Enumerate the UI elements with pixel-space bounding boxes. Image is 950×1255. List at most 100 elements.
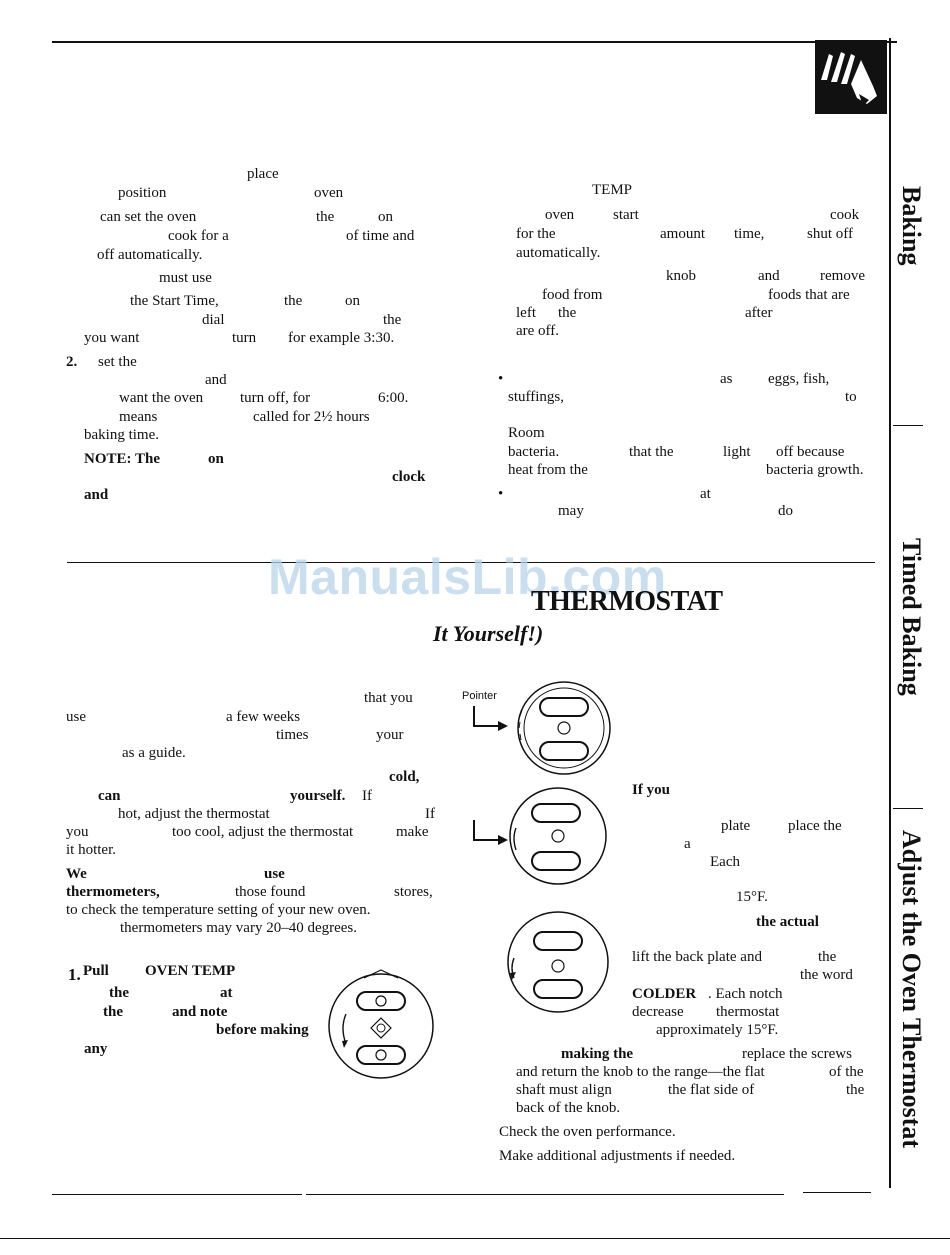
text-fragment: a few weeks <box>226 709 301 725</box>
footer-rule <box>0 1238 950 1239</box>
text-fragment: can set the oven <box>100 209 197 225</box>
knob-diagram <box>324 966 438 1080</box>
text-fragment: place <box>247 166 279 182</box>
text-fragment: of the <box>829 1064 864 1080</box>
text-fragment: baking time. <box>84 427 159 443</box>
text-fragment: means <box>119 409 158 425</box>
pointer-label: Pointer <box>462 690 497 702</box>
bottom-rule-right <box>803 1192 871 1193</box>
text-fragment: do <box>778 503 793 519</box>
text-fragment: clock <box>392 469 426 485</box>
text-fragment: thermometers may vary 20–40 degrees. <box>120 920 358 936</box>
tab-divider-1 <box>893 425 923 426</box>
step1-line: Pull <box>83 963 109 979</box>
text-fragment: amount <box>660 226 705 242</box>
text-fragment: and return the knob to the range—the fla… <box>516 1064 765 1080</box>
text-fragment: as a guide. <box>122 745 186 761</box>
text-fragment: for example 3:30. <box>288 330 395 346</box>
hand-pointing-icon <box>815 40 887 114</box>
text-fragment: the <box>383 312 402 328</box>
text-fragment: the <box>818 949 837 965</box>
tab-adjust-oven-thermostat[interactable]: Adjust the Oven Thermostat <box>897 830 926 1149</box>
text-fragment: can <box>98 788 121 804</box>
text-fragment: times <box>276 727 309 743</box>
text-fragment: eggs, fish, <box>768 371 830 387</box>
text-fragment: the <box>284 293 303 309</box>
text-fragment: Room <box>508 425 545 441</box>
step1-line: the <box>109 985 129 1001</box>
text-fragment: to <box>845 389 857 405</box>
text-fragment: it hotter. <box>66 842 116 858</box>
text-fragment: may <box>558 503 584 519</box>
step1-line: OVEN TEMP <box>145 963 236 979</box>
text-fragment: set the <box>98 354 137 370</box>
text-fragment: cook for a <box>168 228 229 244</box>
text-fragment: of time and <box>346 228 415 244</box>
text-fragment: oven <box>545 207 575 223</box>
text-fragment: foods that are <box>768 287 850 303</box>
text-fragment: off automatically. <box>97 247 203 263</box>
knob-diagram-pointer <box>466 680 616 780</box>
text-fragment: as <box>720 371 733 387</box>
text-fragment: light <box>723 444 751 460</box>
bottom-rule-mid <box>306 1194 784 1195</box>
text-fragment: shaft must align <box>516 1082 612 1098</box>
step1-line: any <box>84 1041 108 1057</box>
step1-line: the <box>103 1004 123 1020</box>
text-fragment: shut off <box>807 226 853 242</box>
text-fragment: those found <box>235 884 306 900</box>
text-fragment: start <box>613 207 639 223</box>
text-fragment: must use <box>159 270 212 286</box>
section-divider <box>67 562 875 563</box>
text-fragment: your <box>376 727 404 743</box>
tab-divider-2 <box>893 808 923 809</box>
step1-line: and note <box>172 1004 228 1020</box>
text-fragment: 6:00. <box>378 390 409 406</box>
text-fragment: bacteria growth. <box>766 462 864 478</box>
text-fragment: left <box>516 305 536 321</box>
text-fragment: knob <box>666 268 696 284</box>
text-fragment: the Start Time, <box>130 293 219 309</box>
text-fragment: We <box>66 866 87 882</box>
watermark: ManualsLib.com <box>268 549 667 605</box>
text-fragment: after <box>745 305 773 321</box>
top-rule <box>52 41 897 43</box>
step-number: 2. <box>66 354 78 370</box>
text-fragment: thermometers, <box>66 884 160 900</box>
text-fragment: If <box>362 788 372 804</box>
text-fragment: use <box>66 709 86 725</box>
step-number: 1. <box>68 965 81 984</box>
additional-adjustments-text: Make additional adjustments if needed. <box>499 1148 736 1164</box>
text-fragment: dial <box>202 312 225 328</box>
note-label: NOTE: The <box>84 451 160 467</box>
text-fragment: position <box>118 185 167 201</box>
text-fragment: oven <box>314 185 344 201</box>
tab-baking[interactable]: Baking <box>897 186 926 266</box>
text-fragment: make <box>396 824 429 840</box>
bottom-rule-left <box>52 1194 302 1195</box>
text-fragment: too cool, adjust the thermostat <box>172 824 354 840</box>
text-fragment: use <box>264 866 285 882</box>
text-fragment: the word <box>800 967 853 983</box>
text-fragment: on <box>345 293 360 309</box>
tab-timed-baking[interactable]: Timed Baking <box>897 538 926 696</box>
text-fragment: and <box>84 487 109 503</box>
text-fragment: called for 2½ hours <box>253 409 370 425</box>
text-fragment: the actual <box>756 914 819 930</box>
text-fragment: thermostat <box>716 1004 780 1020</box>
text-fragment: remove <box>820 268 865 284</box>
text-fragment: heat from the <box>508 462 588 478</box>
text-fragment: want the oven <box>119 390 204 406</box>
text-fragment: hot, adjust the thermostat <box>118 806 270 822</box>
text-fragment: the <box>558 305 577 321</box>
knob-diagram-adjust <box>466 776 616 896</box>
text-fragment: yourself. <box>290 788 346 804</box>
text-fragment: the <box>316 209 335 225</box>
text-fragment: you want <box>84 330 140 346</box>
text-fragment: on <box>208 451 224 467</box>
text-fragment: you <box>66 824 89 840</box>
text-fragment: . Each notch <box>708 986 783 1002</box>
text-fragment: 15°F. <box>736 889 768 905</box>
text-fragment: for the <box>516 226 556 242</box>
bullet: • <box>498 486 504 502</box>
